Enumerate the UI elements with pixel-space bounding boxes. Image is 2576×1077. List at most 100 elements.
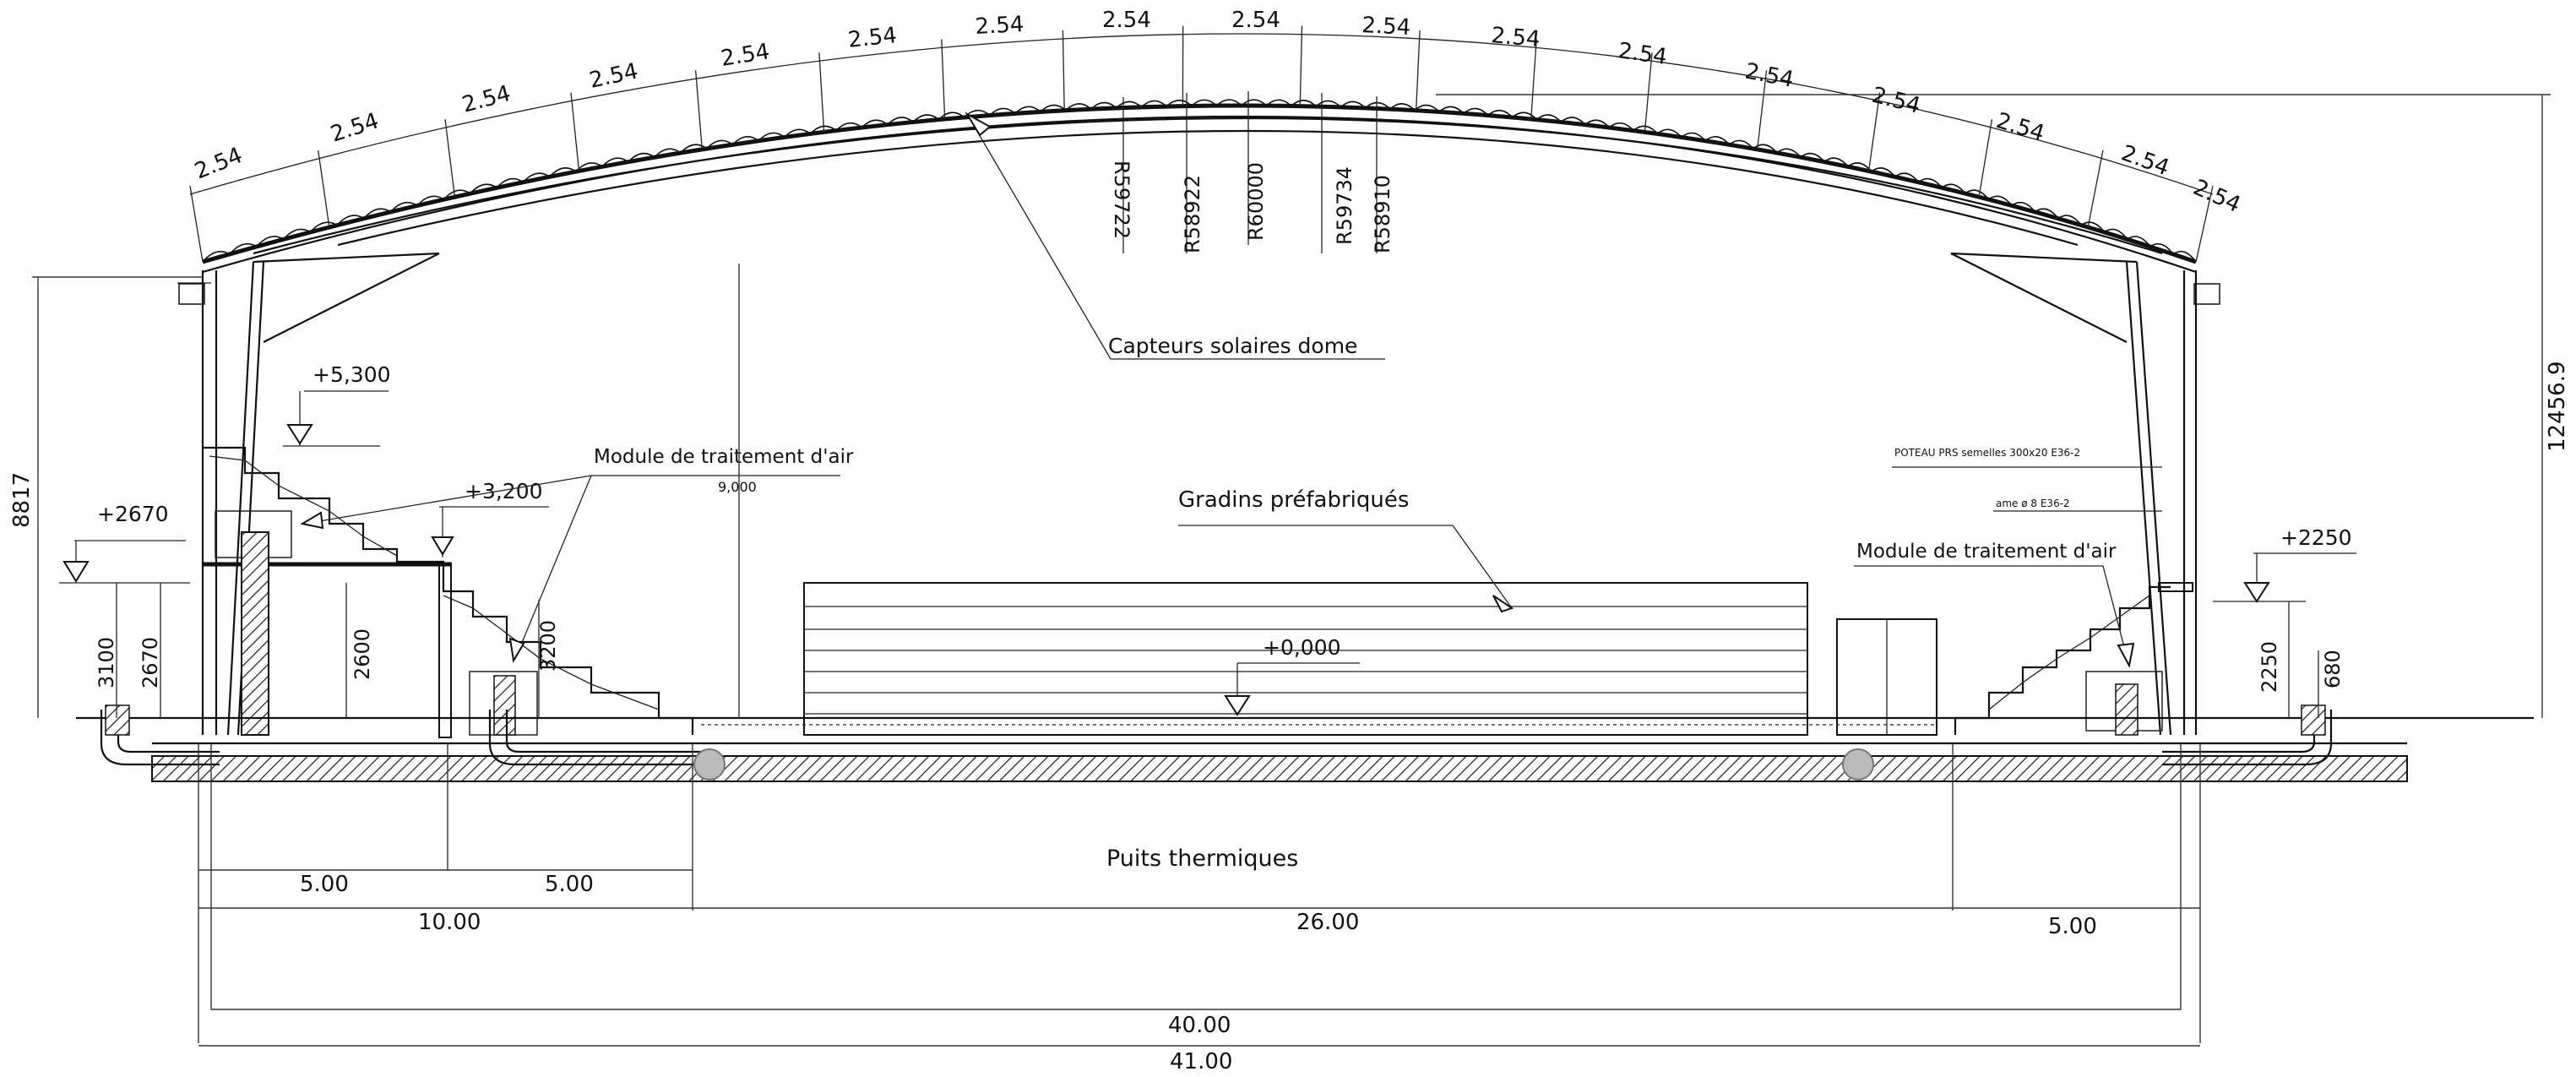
arc-label: 2.54	[1617, 38, 1669, 70]
solar-collector-scallop	[336, 215, 365, 226]
arc-label: 2.54	[1102, 8, 1151, 33]
solar-collector-scallop	[654, 148, 682, 158]
arc-label: 2.54	[719, 39, 771, 72]
solar-collector-scallop	[522, 172, 551, 183]
solar-collector-scallop	[2011, 201, 2036, 213]
arc-segment-tick	[189, 185, 204, 263]
solar-collector-scallop	[758, 132, 785, 142]
solar-collector-scallop	[229, 242, 258, 255]
solar-collector-scallop	[1463, 107, 1489, 117]
solar-collector-scallop	[937, 112, 965, 121]
solar-collector-scallop	[309, 221, 338, 233]
level-markers: +5,300 +3,200 +2670 +0,000 +2250	[59, 362, 2356, 716]
dim-5-00-b: 5.00	[545, 872, 594, 897]
solar-collector-scallop	[1090, 101, 1117, 110]
solar-collector-scallop	[628, 152, 655, 163]
arc-segment-tick	[1978, 119, 1993, 198]
foundation	[76, 704, 2534, 782]
thermal-wells-label: Puits thermiques	[1106, 846, 1298, 872]
solar-collector-scallop	[989, 107, 1016, 117]
arc-segment-tick	[1062, 30, 1065, 111]
solar-collector-scallop	[680, 144, 708, 154]
arc-label: 2.54	[587, 58, 640, 93]
arc-label: 2.54	[1231, 8, 1280, 33]
arc-segment-tick	[941, 39, 946, 120]
solar-collector-scallop	[1871, 167, 1896, 177]
solar-collector-scallop	[601, 157, 629, 167]
solar-collector-scallop	[1365, 101, 1391, 110]
solar-collector-scallop	[1241, 99, 1268, 106]
right-stands	[1836, 582, 2193, 736]
arc-segment-tick	[2195, 185, 2214, 263]
solar-collector-scallop	[1291, 99, 1317, 107]
dim-left-stand: 9,000	[718, 479, 757, 495]
solar-collector-scallop	[1753, 144, 1778, 154]
solar-collector-scallop	[1941, 183, 1966, 194]
callout-grandstands: Gradins préfabriqués	[1178, 487, 1514, 613]
arc-segment-tick	[570, 92, 580, 171]
solar-collector-scallop	[1823, 157, 1849, 167]
solar-collector-scallop	[1987, 195, 2013, 206]
solar-collector-scallop	[1560, 117, 1586, 126]
level-center: +0,000	[1263, 635, 1341, 660]
dim-5-00-a: 5.00	[300, 872, 349, 897]
arc-segment-tick	[444, 119, 456, 198]
solar-collector-scallop	[363, 208, 391, 220]
solar-collector-scallop	[1656, 128, 1682, 138]
arc-segment-tick	[2087, 150, 2104, 228]
solar-collector-scallop	[1389, 103, 1416, 112]
solar-collector-scallop	[1340, 101, 1367, 109]
solar-collector-scallop	[1315, 100, 1342, 108]
solar-collector-scallop	[1438, 106, 1465, 114]
arc-label: 2.54	[975, 12, 1024, 40]
solar-collector-scallop	[1512, 112, 1538, 121]
solar-collector-scallop	[575, 162, 603, 172]
solar-collector-scallop	[256, 236, 285, 247]
solar-collector-scallop	[1847, 162, 1872, 172]
solar-collector-scallop	[1965, 189, 1990, 200]
arc-label: 2.54	[191, 143, 246, 185]
radius-labels: R59722 R58922 R60000 R59734 R58910	[1110, 91, 1394, 253]
radius-label: R59734	[1333, 166, 1356, 245]
arc-label: 2.54	[1490, 23, 1541, 52]
solar-collector-scallop	[202, 250, 231, 263]
vertical-dimensions: 8817 12456.9 9,000 3100 2670 2600 3200 2…	[9, 94, 2570, 718]
dim-5-00-c: 5.00	[2048, 914, 2097, 939]
callout-air-module-right: Module de traitement d'air	[1854, 541, 2135, 668]
dim-26-00: 26.00	[1296, 910, 1359, 935]
solar-collectors-label: Capteurs solaires dome	[1108, 334, 1357, 358]
solar-collector-scallop	[1776, 148, 1802, 158]
radius-label: R59722	[1110, 160, 1133, 239]
dim-2250: 2250	[2258, 641, 2281, 693]
horizontal-dimensions: 5.00 5.00 10.00 26.00 5.00 40.00 41.00	[198, 743, 2201, 1074]
dim-41-00: 41.00	[1170, 1049, 1232, 1074]
solar-collector-scallop	[964, 109, 991, 118]
solar-collector-scallop	[1728, 139, 1754, 150]
solar-collector-scallop	[887, 117, 914, 126]
frame-left	[177, 252, 440, 736]
arc-label: 2.54	[459, 81, 514, 118]
central-prefab-grandstand	[803, 582, 1808, 736]
solar-collector-scallop	[283, 228, 311, 240]
solar-collector-scallop	[1584, 119, 1611, 128]
level-left-mid: +3,200	[465, 479, 543, 503]
solar-collector-scallop	[2104, 228, 2128, 240]
arc-segment-tick	[1867, 92, 1881, 171]
level-left-outer: +2670	[97, 502, 169, 526]
solar-collector-scallop	[1535, 114, 1562, 123]
arc-label: 2.54	[1993, 108, 2047, 147]
solar-collector-scallop	[549, 167, 577, 177]
solar-collector-scallop	[2149, 242, 2174, 255]
grandstands-label: Gradins préfabriqués	[1178, 487, 1409, 513]
solar-collector-scallop	[912, 114, 940, 123]
solar-collector-scallop	[2127, 236, 2151, 247]
solar-collector-scallop	[1681, 132, 1706, 142]
solar-collector-scallop	[1140, 100, 1167, 108]
solar-collector-scallop	[1894, 172, 1920, 183]
air-module-left-label: Module de traitement d'air	[594, 446, 854, 468]
solar-collector-scallop	[496, 177, 524, 188]
arc-segment-tick	[318, 150, 330, 228]
solar-collector-scallop	[1608, 122, 1634, 132]
arc-label: 2.54	[847, 23, 899, 53]
